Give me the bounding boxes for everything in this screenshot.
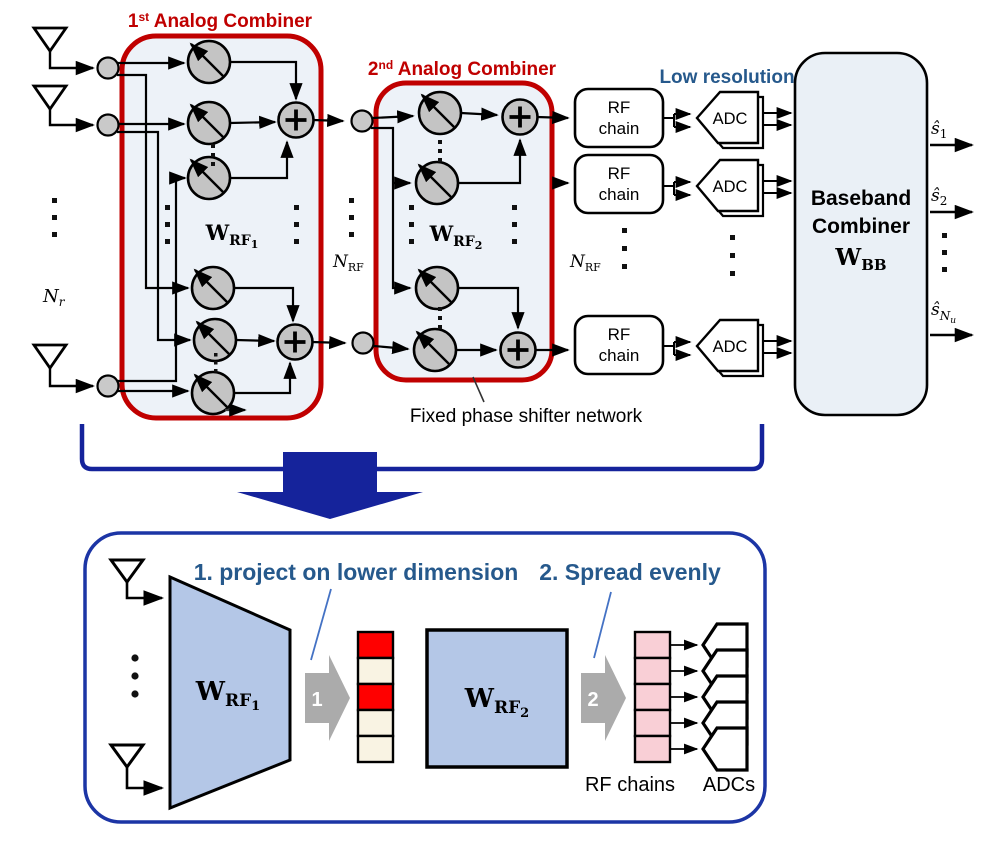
rf-chain-blocks: RF chain RF chain RF chain — [573, 87, 665, 376]
cell-to-adc-arrows — [670, 639, 699, 755]
w-rf2-bottom-label: WRF2 — [464, 684, 529, 721]
low-resolution-label: Low resolution — [659, 67, 794, 88]
adcs-label: ADCs — [703, 774, 755, 796]
fixed-network-leader — [472, 376, 485, 403]
antenna-icon-bottom — [108, 558, 146, 770]
combiner2-title: 2nd Analog Combiner — [368, 58, 557, 80]
step2-leader — [593, 591, 612, 659]
step1-leader — [310, 588, 332, 661]
svg-text:chain: chain — [599, 185, 640, 204]
svg-text:1: 1 — [311, 689, 322, 711]
w-rf2-square — [425, 628, 569, 769]
adc-symbols-bottom — [701, 622, 749, 772]
n-rf-right-label: NRF — [569, 252, 601, 274]
big-down-arrow — [237, 452, 423, 519]
combiner2-wiring — [371, 107, 570, 357]
svg-text:RF: RF — [608, 98, 631, 117]
port-connector-icon — [96, 56, 375, 398]
svg-text:chain: chain — [599, 346, 640, 365]
svg-text:ADC: ADC — [713, 178, 748, 196]
projected-vector — [356, 630, 395, 764]
w-rf1-label: WRF1 — [205, 220, 259, 251]
summer-icons — [276, 98, 539, 369]
svg-text:WBB: WBB — [834, 244, 886, 274]
snu-output-label: ŝNu — [931, 300, 956, 326]
adc-symbols: ADC ADC ADC — [663, 90, 793, 378]
antenna-icon — [31, 26, 69, 371]
svg-text:Combiner: Combiner — [812, 215, 910, 238]
antenna-dots-bottom — [131, 654, 139, 698]
combiner1-wiring — [117, 56, 347, 398]
svg-text:2: 2 — [587, 689, 598, 711]
w-rf1-bottom-label: WRF1 — [195, 677, 260, 714]
step2-label: 2. Spread evenly — [539, 559, 721, 585]
antenna-feed-lines — [48, 51, 95, 394]
phase-shifter-icons — [186, 39, 463, 416]
rf-chains-vector — [633, 630, 672, 764]
svg-text:Baseband: Baseband — [811, 187, 911, 210]
s1-output-label: ŝ1 — [931, 119, 947, 141]
brace-bracket — [79, 424, 765, 472]
fixed-network-label: Fixed phase shifter network — [410, 406, 643, 427]
s2-output-label: ŝ2 — [931, 186, 947, 208]
w-rf1-trapezoid — [168, 574, 292, 811]
w-rf2-label: WRF2 — [429, 221, 483, 252]
svg-text:ADC: ADC — [713, 110, 748, 128]
rf-chains-label: RF chains — [585, 774, 675, 796]
second-analog-combiner-panel — [373, 80, 555, 383]
step1-label: 1. project on lower dimension — [194, 559, 519, 585]
combiner1-title: 1st Analog Combiner — [128, 10, 313, 32]
first-analog-combiner-panel — [119, 33, 324, 421]
step1-block-arrow: 1 — [305, 655, 350, 741]
svg-text:chain: chain — [599, 119, 640, 138]
svg-text:RF: RF — [608, 325, 631, 344]
baseband-combiner-panel — [793, 51, 929, 417]
step2-block-arrow: 2 — [581, 655, 626, 741]
svg-text:RF: RF — [608, 164, 631, 183]
antenna-feed-lines-bottom — [125, 582, 165, 796]
baseband-label: Baseband Combiner WBB — [811, 187, 911, 274]
ellipsis-dots — [52, 140, 947, 373]
rf-chain-label: RF — [608, 98, 631, 117]
baseband-output-arrows — [930, 137, 974, 343]
svg-text:ADC: ADC — [713, 338, 748, 356]
n-r-label: Nr — [42, 286, 66, 309]
adc-label: ADC — [713, 110, 748, 128]
n-rf-mid-label: NRF — [332, 252, 364, 274]
